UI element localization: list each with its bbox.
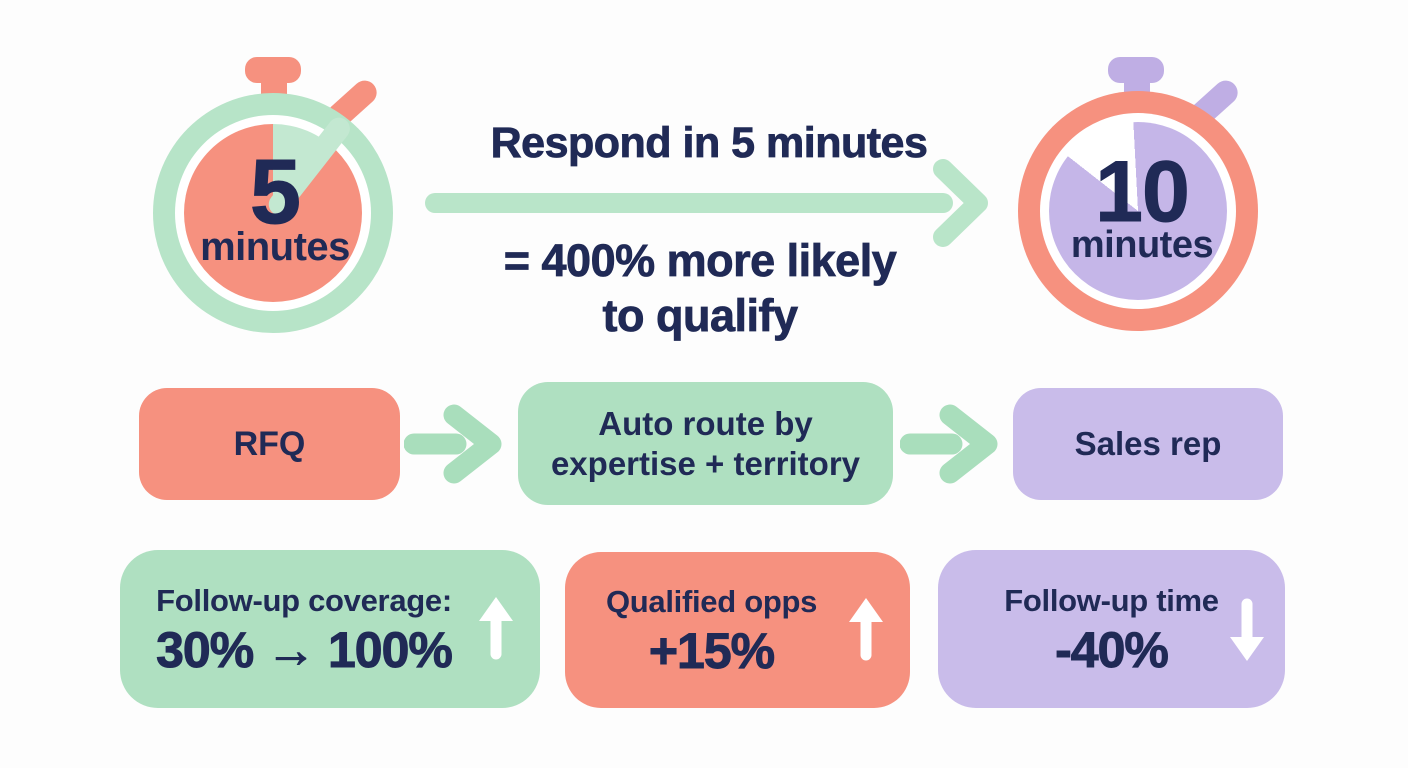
stopwatch-face — [1049, 122, 1227, 300]
stopwatch-value: 10 — [1095, 144, 1191, 240]
flow-step-label-line2: expertise + territory — [550, 444, 861, 482]
trend-up-icon — [849, 598, 883, 661]
flow-step-label: RFQ — [233, 424, 306, 463]
stopwatch-top-button — [1108, 57, 1164, 83]
flow-step-auto-route: Auto route by expertise + territory — [518, 382, 893, 505]
stat-text: Follow-up time -40% — [938, 550, 1285, 708]
stat-followup-time: Follow-up time -40% — [938, 550, 1285, 708]
hero-headline: Respond in 5 minutes — [490, 119, 928, 168]
stat-value: 30% → 100% — [156, 621, 454, 678]
stat-title: Follow-up time — [1004, 582, 1219, 618]
stat-value: -40% — [1055, 621, 1170, 678]
stat-value: +15% — [648, 622, 775, 679]
hero-subline-line1: = 400% more likely — [503, 235, 897, 287]
hero-subline-line2: to qualify — [602, 290, 798, 342]
stat-followup-coverage: Follow-up coverage: 30% → 100% — [120, 550, 540, 708]
stat-title: Follow-up coverage: — [156, 582, 452, 618]
stat-qualified-opps: Qualified opps +15% — [565, 552, 910, 708]
trend-up-icon — [479, 597, 513, 660]
stopwatch-top-button — [245, 57, 301, 83]
flow-step-label: Sales rep — [1074, 425, 1222, 462]
stat-text: Follow-up coverage: 30% → 100% — [120, 550, 540, 708]
stat-title: Qualified opps — [605, 583, 818, 619]
trend-down-icon — [1230, 598, 1264, 661]
stopwatch-value: 5 — [249, 141, 301, 243]
stat-text: Qualified opps +15% — [565, 552, 910, 708]
flow-arrow-icon — [404, 404, 502, 484]
stopwatch-5-minutes: 5 minutes — [140, 50, 410, 362]
stopwatch-unit: minutes — [1070, 224, 1214, 266]
stopwatch-10-minutes: 10 minutes — [1002, 50, 1282, 362]
flow-step-label-line1: Auto route by — [598, 404, 813, 442]
hero-subline: = 400% more likely to qualify — [420, 233, 980, 343]
flow-step-sales-rep: Sales rep — [1013, 388, 1283, 500]
flow-arrow-icon — [900, 404, 998, 484]
stopwatch-unit: minutes — [200, 225, 350, 269]
main-arrow-icon — [425, 159, 988, 247]
flow-step-rfq: RFQ — [139, 388, 400, 500]
